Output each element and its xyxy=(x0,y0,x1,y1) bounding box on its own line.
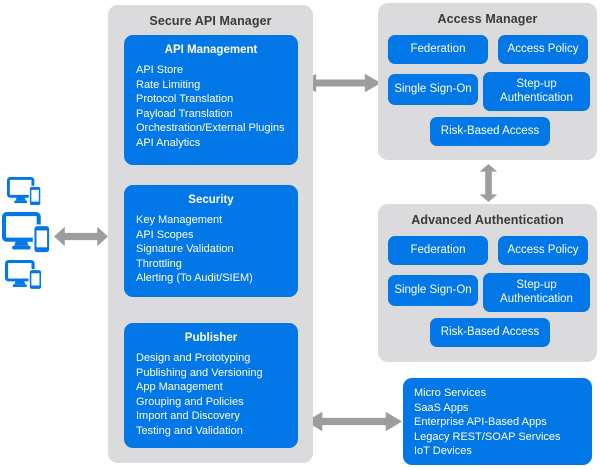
list-item: Publishing and Versioning xyxy=(136,366,263,379)
list-item: Grouping and Policies xyxy=(136,395,244,408)
panel-title-access-manager: Access Manager xyxy=(437,12,538,26)
single-sign-on-button: Single Sign-On xyxy=(388,275,478,306)
services-list: Micro Services SaaS Apps Enterprise API-… xyxy=(403,386,592,459)
box-title-publisher: Publisher xyxy=(184,332,238,344)
publisher-box: Publisher Design and Prototyping Publish… xyxy=(124,323,298,448)
secure-api-manager-panel: Secure API Manager API Management API St… xyxy=(108,5,313,463)
security-box: Security Key Management API Scopes Signa… xyxy=(124,185,298,297)
desktop-and-phone-icon xyxy=(7,177,43,207)
list-item: Legacy REST/SOAP Services xyxy=(414,430,561,443)
list-item: Payload Translation xyxy=(136,107,233,120)
risk-based-access-button: Risk-Based Access xyxy=(430,318,550,347)
list-item: Throttling xyxy=(136,257,182,270)
federation-button: Federation xyxy=(388,35,488,64)
list-item: Enterprise API-Based Apps xyxy=(414,416,547,428)
publisher-list: Design and Prototyping Publishing and Ve… xyxy=(124,351,298,438)
api-management-list: API Store Rate Limiting Protocol Transla… xyxy=(124,63,298,150)
step-up-authentication-button: Step-up Authentication xyxy=(483,72,590,111)
list-item: Testing and Validation xyxy=(136,424,243,437)
advanced-authentication-panel: Advanced Authentication Federation Acces… xyxy=(378,204,597,362)
double-arrow-icon xyxy=(300,73,381,93)
list-item: Rate Limiting xyxy=(136,78,201,91)
access-manager-panel: Access Manager Federation Access Policy … xyxy=(378,3,597,160)
list-item: SaaS Apps xyxy=(414,401,469,414)
access-policy-button: Access Policy xyxy=(498,236,588,265)
list-item: Signature Validation xyxy=(136,243,234,255)
services-box: Micro Services SaaS Apps Enterprise API-… xyxy=(403,378,592,465)
panel-title-secure-api-manager: Secure API Manager xyxy=(149,14,272,28)
double-arrow-icon xyxy=(306,411,402,432)
list-item: Design and Prototyping xyxy=(136,352,251,364)
access-policy-button: Access Policy xyxy=(498,35,588,64)
box-title-security: Security xyxy=(188,194,234,206)
list-item: API Analytics xyxy=(136,136,201,149)
api-management-box: API Management API Store Rate Limiting P… xyxy=(124,35,298,165)
double-arrow-icon xyxy=(54,226,108,247)
double-arrow-vertical-icon xyxy=(479,164,498,202)
list-item: App Management xyxy=(136,381,223,393)
security-list: Key Management API Scopes Signature Vali… xyxy=(124,213,298,286)
list-item: Orchestration/External Plugins xyxy=(136,122,285,134)
list-item: API Scopes xyxy=(136,228,194,241)
risk-based-access-button: Risk-Based Access xyxy=(430,117,550,146)
step-up-authentication-button: Step-up Authentication xyxy=(483,273,590,312)
list-item: Protocol Translation xyxy=(136,93,234,105)
federation-button: Federation xyxy=(388,236,488,265)
list-item: Import and Discovery xyxy=(136,410,240,422)
single-sign-on-button: Single Sign-On xyxy=(388,74,478,105)
list-item: IoT Devices xyxy=(414,445,472,457)
box-title-api-management: API Management xyxy=(164,44,258,56)
desktop-and-phone-icon xyxy=(5,260,44,291)
list-item: API Store xyxy=(136,64,184,76)
desktop-and-phone-icon xyxy=(2,212,53,255)
list-item: Alerting (To Audit/SIEM) xyxy=(136,272,253,284)
list-item: Micro Services xyxy=(414,387,487,399)
list-item: Key Management xyxy=(136,214,223,226)
panel-title-advanced-authentication: Advanced Authentication xyxy=(411,213,564,227)
